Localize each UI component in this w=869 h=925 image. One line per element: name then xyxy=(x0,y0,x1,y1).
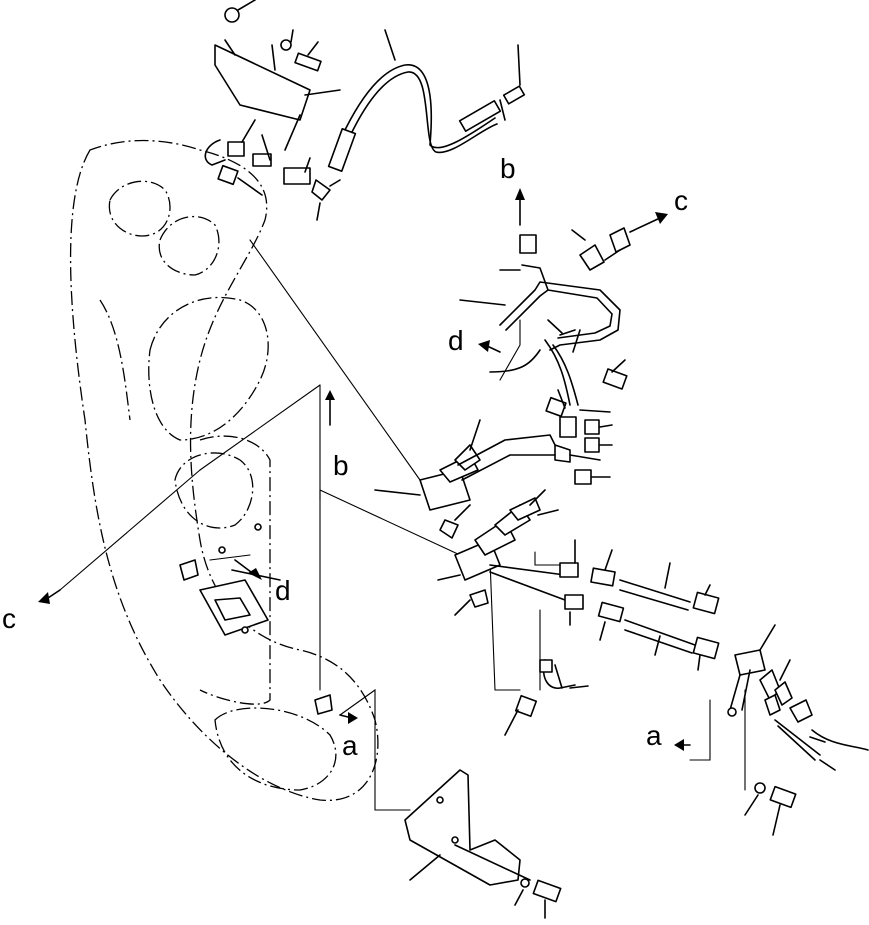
direction-arrows xyxy=(38,188,691,751)
lower-hoses xyxy=(504,539,720,736)
top-bracket xyxy=(214,0,341,151)
right-bracket xyxy=(727,624,869,836)
top-hose xyxy=(327,29,526,172)
label-d-mid: d xyxy=(448,325,464,356)
label-a-right: a xyxy=(646,720,662,751)
arm-detail-parts xyxy=(179,523,333,715)
bottom-plate xyxy=(404,769,562,919)
callout-labels: b c d b d c a a xyxy=(2,153,688,761)
label-b-mid: b xyxy=(333,450,349,481)
valve-block-upper xyxy=(374,419,556,539)
valve-block-lower xyxy=(437,489,566,616)
arm-outline xyxy=(69,139,379,801)
label-d-left: d xyxy=(275,575,291,606)
pipe-assembly xyxy=(459,227,631,485)
label-c-right: c xyxy=(674,185,688,216)
label-a-left: a xyxy=(342,730,358,761)
left-fittings xyxy=(204,119,341,221)
label-b-top: b xyxy=(500,153,516,184)
label-c-left: c xyxy=(2,603,16,634)
guide-lines xyxy=(59,239,746,811)
